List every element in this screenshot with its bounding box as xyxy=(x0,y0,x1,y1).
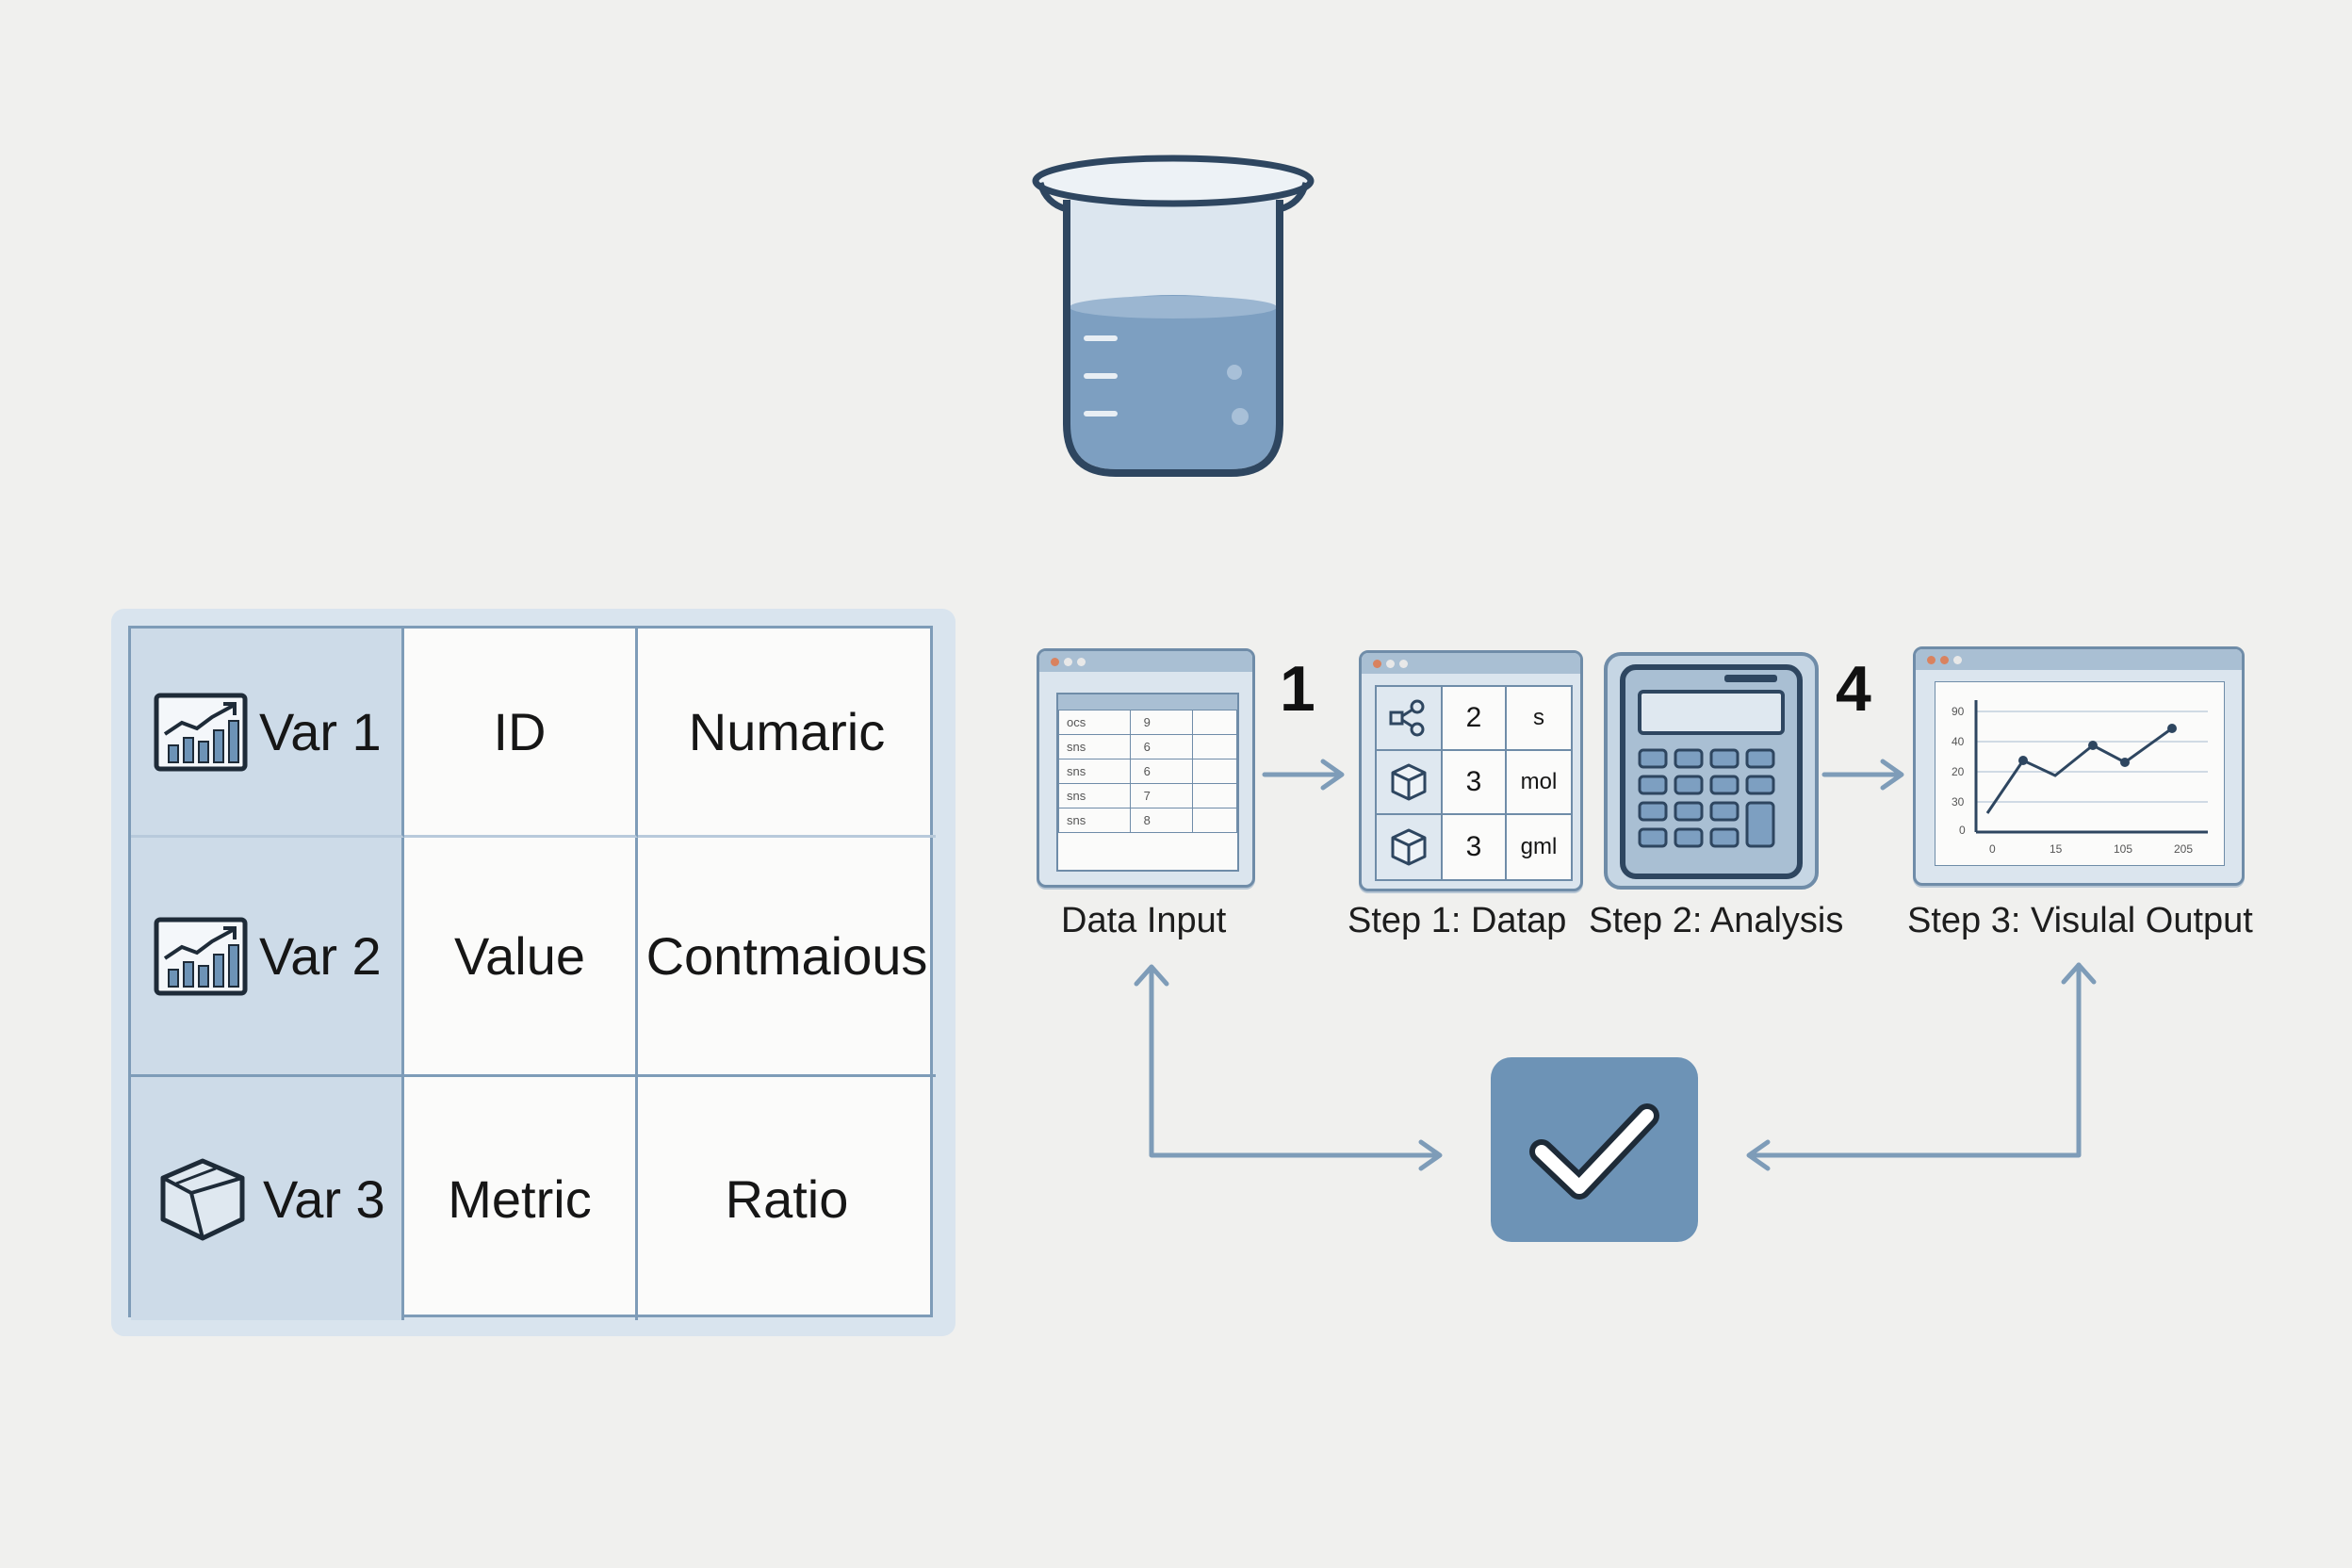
step-label-step2: Step 2: Analysis xyxy=(1589,901,1844,940)
role-cell: Value xyxy=(404,838,638,1077)
variables-table: Var 1 ID Numaric Var 2 Value Contmaious xyxy=(111,609,956,1336)
sheet-cell: sns xyxy=(1058,734,1131,760)
molecule-icon xyxy=(1389,699,1425,737)
line-chart-window-icon: 90 40 20 30 0 0 15 105 205 xyxy=(1913,646,2245,886)
var-cell: Var 1 xyxy=(131,629,404,838)
sheet-cell: sns xyxy=(1058,808,1131,833)
grid-value: 3 xyxy=(1443,751,1507,815)
grid-value: 3 xyxy=(1443,815,1507,879)
chart-icon xyxy=(154,693,248,771)
arrow-right-icon xyxy=(1821,759,1904,791)
output-line-chart: 90 40 20 30 0 0 15 105 205 xyxy=(1935,681,2225,866)
role-cell: ID xyxy=(404,629,638,838)
x-tick: 205 xyxy=(2174,842,2193,856)
variable-name: Var 2 xyxy=(259,926,382,986)
variable-name: Var 3 xyxy=(263,1168,385,1229)
type-cell: Ratio xyxy=(725,1168,849,1229)
feedback-arrow-left xyxy=(1134,964,1443,1171)
y-tick: 0 xyxy=(1959,824,1966,837)
cube-icon xyxy=(160,1158,245,1241)
x-tick: 15 xyxy=(2050,842,2063,856)
arrow-right-icon xyxy=(1262,759,1345,791)
sheet-cell: sns xyxy=(1058,783,1131,808)
feedback-arrow-right xyxy=(1746,962,2097,1171)
y-tick: 30 xyxy=(1952,795,1965,808)
grid-unit: gml xyxy=(1520,834,1558,859)
x-tick: 105 xyxy=(2114,842,2132,856)
sheet-cell: ocs xyxy=(1058,710,1131,735)
grid-value: 2 xyxy=(1443,687,1507,751)
variable-name: Var 1 xyxy=(259,702,382,761)
cube-icon xyxy=(1391,828,1427,866)
data-grid-window-icon: 2 s 3 mol 3 gml xyxy=(1359,650,1583,891)
sheet-cell: sns xyxy=(1058,759,1131,784)
cube-icon xyxy=(1391,763,1427,801)
type-cell: Contmaious xyxy=(638,838,936,1077)
sheet-cell: 8 xyxy=(1129,808,1193,833)
var-cell: Var 3 xyxy=(131,1077,404,1320)
connector-number: 4 xyxy=(1836,653,1871,725)
step-label-step1: Step 1: Datap xyxy=(1348,901,1567,940)
grid-unit: s xyxy=(1507,687,1571,751)
connector-number: 1 xyxy=(1280,653,1315,725)
y-tick: 40 xyxy=(1952,735,1965,748)
validation-checkbox[interactable] xyxy=(1491,1057,1698,1242)
type-cell: Numaric xyxy=(638,629,936,838)
step-label-data-input: Data Input xyxy=(1061,901,1227,940)
calculator-icon xyxy=(1604,652,1819,890)
beaker-icon xyxy=(1032,155,1315,477)
chart-icon xyxy=(154,917,248,995)
step-label-step3: Step 3: Visulal Output xyxy=(1907,901,2253,940)
y-tick: 90 xyxy=(1952,705,1965,718)
var-cell: Var 2 xyxy=(131,838,404,1077)
y-tick: 20 xyxy=(1952,765,1965,778)
x-tick: 0 xyxy=(1989,842,1996,856)
role-cell: Metric xyxy=(404,1077,638,1320)
checkmark-icon xyxy=(1529,1103,1659,1200)
grid-unit: mol xyxy=(1507,751,1571,815)
